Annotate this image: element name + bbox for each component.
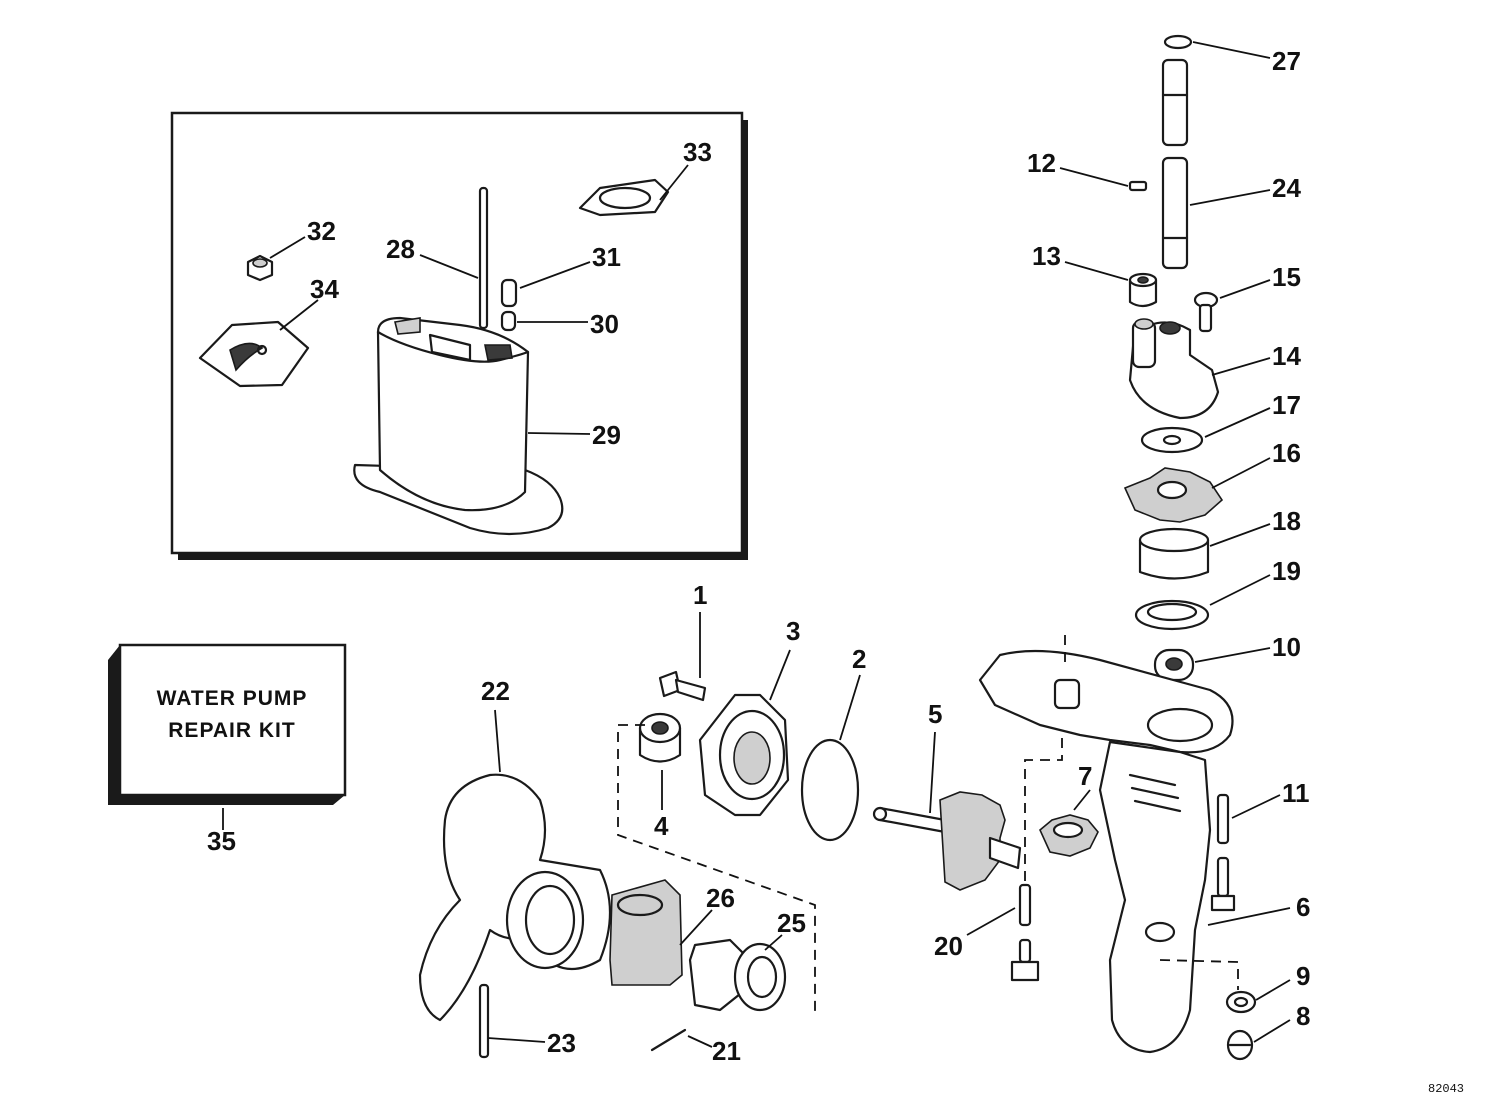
callout-24: 24 [1272,173,1301,203]
callout-2: 2 [852,644,866,674]
leader-lines [222,41,1291,1048]
kit-box-line1: WATER PUMP [157,687,308,710]
part-14-pump-housing [1128,318,1220,420]
part-33-gasket [578,178,670,217]
callout-33: 33 [683,137,712,167]
figure-code: 82043 [1428,1082,1464,1096]
callout-27: 27 [1272,46,1301,76]
callout-13: 13 [1032,241,1061,271]
part-3-housing [698,693,790,817]
part-30-grommet [500,310,517,332]
callout-32: 32 [307,216,336,246]
part-28-tube [478,186,489,330]
callout-17: 17 [1272,390,1301,420]
part-24-driveshaft [1161,58,1189,270]
part-6-gearcase [978,649,1234,1054]
part-29-housing [353,316,564,536]
callout-31: 31 [592,242,621,272]
callout-7: 7 [1078,761,1092,791]
callout-19: 19 [1272,556,1301,586]
callout-8: 8 [1296,1001,1310,1031]
part-22-propeller [418,773,612,1022]
part-25-drivehub [688,938,787,1012]
callout-21: 21 [712,1036,741,1066]
part-19-ring [1134,599,1210,631]
part-11-stud [1216,793,1230,845]
part-27-oring [1163,34,1193,50]
callout-28: 28 [386,234,415,264]
part-12-screw [1128,180,1148,192]
callout-29: 29 [592,420,621,450]
callout-14: 14 [1272,341,1301,371]
callout-25: 25 [777,908,806,938]
part-17-plate [1140,426,1204,454]
callout-10: 10 [1272,632,1301,662]
part-16-impeller [1123,467,1224,523]
callout-numbers: 27 12 24 13 15 14 17 16 18 19 10 11 6 9 … [207,46,1310,1066]
part-9-washer [1225,990,1257,1014]
kit-box: WATER PUMP REPAIR KIT [108,643,347,805]
callout-6: 6 [1296,892,1310,922]
part-23-pin [478,983,490,1059]
part-13-bushing [1128,272,1158,308]
callout-18: 18 [1272,506,1301,536]
callout-11: 11 [1282,778,1310,808]
callout-3: 3 [786,616,800,646]
callout-15: 15 [1272,262,1301,292]
part-18-liner [1138,527,1210,580]
callout-1: 1 [693,580,707,610]
callout-4: 4 [654,811,669,841]
callout-9: 9 [1296,961,1310,991]
callout-34: 34 [310,274,339,304]
callout-23: 23 [547,1028,576,1058]
callout-16: 16 [1272,438,1301,468]
part-32-nut [246,254,274,282]
callout-5: 5 [928,699,942,729]
callout-30: 30 [590,309,619,339]
part-26-hub [609,879,683,986]
part-34-plate [198,320,310,388]
callout-20: 20 [934,931,963,961]
part-15-screw [1193,291,1219,333]
kit-dashed-bounds [617,635,1239,1012]
part-21-pin [650,1028,687,1052]
part-7-pinion [1039,814,1099,857]
part-5-shaft [872,791,1022,891]
callout-35: 35 [207,826,236,856]
part-20-stud [1010,883,1040,982]
callout-26: 26 [706,883,735,913]
callout-22: 22 [481,676,510,706]
part-4-spacer [638,712,682,763]
part-6-screw [1210,856,1236,912]
part-8-plug [1226,1029,1254,1061]
kit-box-line2: REPAIR KIT [168,719,295,742]
part-1-screw [658,670,707,702]
part-31-grommet [500,278,518,308]
part-2-oring [800,738,860,842]
callout-12: 12 [1027,148,1056,178]
